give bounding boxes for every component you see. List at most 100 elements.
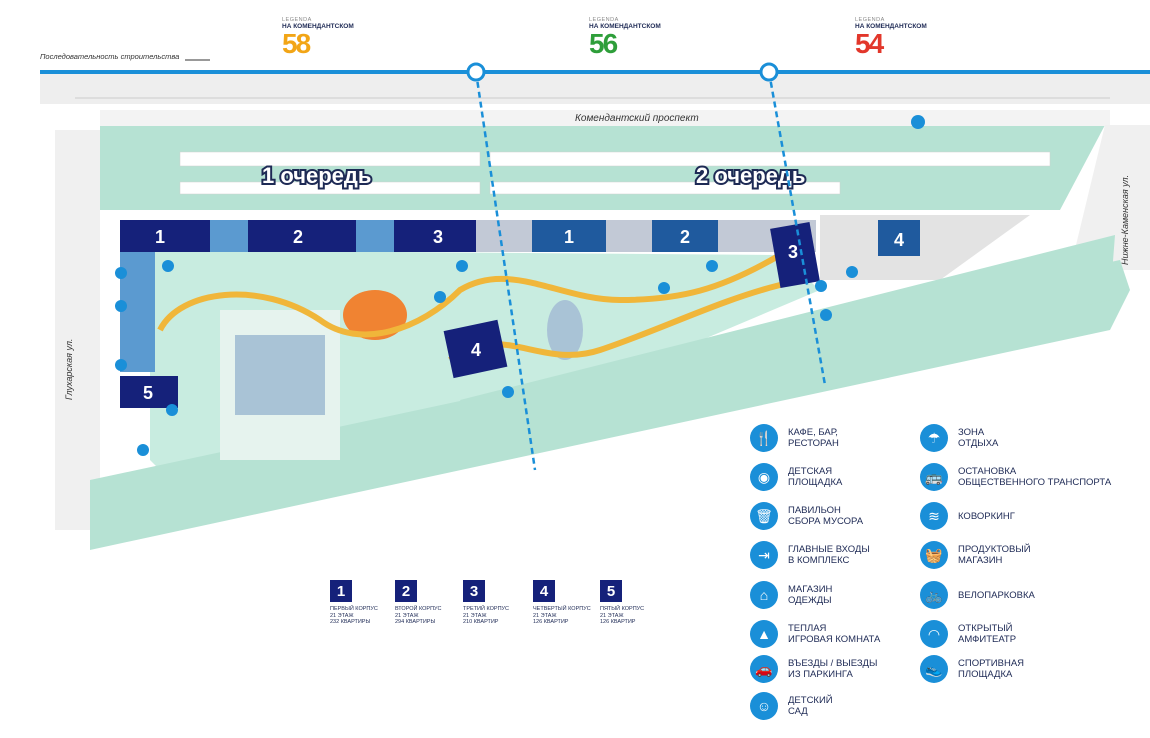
entrance-icon: ⇥ — [750, 541, 778, 569]
label-p2-b2: 2 — [680, 227, 690, 247]
legend-label-line: ВЕЛОПАРКОВКА — [958, 589, 1035, 601]
upper-green-belt — [100, 125, 1105, 210]
building-key-line: 21 ЭТАЖ — [330, 612, 354, 619]
legend-label-line: ОСТАНОВКА — [958, 466, 1017, 477]
divider-line-1 — [474, 71, 537, 471]
parking-strip-4 — [489, 181, 841, 195]
legend-item: 🍴КАФЕ, БАР,РЕСТОРАН — [750, 424, 839, 452]
building-key-line: 210 КВАРТИР — [463, 619, 499, 625]
building-key-line: 21 ЭТАЖ — [395, 612, 419, 619]
legend-label-line: ИГРОВАЯ КОМНАТА — [788, 634, 881, 645]
logo-brand: LEGENDA — [589, 17, 619, 23]
phase1-title: 1 очередь — [262, 163, 371, 188]
logo-56: LEGENDA НА КОМЕНДАНТСКОМ 56 — [589, 17, 661, 58]
map-car-icon — [820, 309, 832, 321]
building-key-number: 4 — [533, 580, 555, 602]
bicycle-icon: 🚲 — [920, 581, 948, 609]
legend-label-line: ПРОДУКТОВЫЙ — [958, 544, 1031, 555]
road-dash — [75, 97, 1110, 99]
phase2-building-1 — [532, 220, 606, 252]
map-playground-icon — [658, 282, 670, 294]
legend-label-line: ТЕПЛАЯ — [788, 623, 827, 634]
parking-strip-2 — [179, 181, 481, 195]
building-key-line: ВТОРОЙ КОРПУС — [395, 606, 442, 612]
phase2-building-2 — [652, 220, 718, 252]
playground-icon: ◉ — [750, 463, 778, 491]
phase1-building-5 — [120, 376, 178, 408]
legend-label: ВЕЛОПАРКОВКА — [958, 590, 1035, 601]
building-key-number: 3 — [463, 580, 485, 602]
logo-58: LEGENDA НА КОМЕНДАНТСКОМ 58 — [282, 17, 354, 58]
building-key-line: 21 ЭТАЖ — [600, 612, 624, 619]
car-icon: 🚗 — [750, 655, 778, 683]
label-p1-b1: 1 — [155, 227, 165, 247]
avenue-road — [100, 110, 1110, 126]
building-key-number: 1 — [330, 580, 352, 602]
logo-subtitle: НА КОМЕНДАНТСКОМ — [855, 23, 927, 30]
legend-item: ≋КОВОРКИНГ — [920, 502, 1015, 530]
legend-label-line: ОБЩЕСТВЕННОГО ТРАНСПОРТА — [958, 477, 1112, 488]
map-basket-icon — [115, 300, 127, 312]
map-trash-icon — [815, 280, 827, 292]
kindergarten-icon: ☺ — [750, 692, 778, 720]
left-street — [55, 130, 100, 530]
legend-label-line: ВЪЕЗДЫ / ВЫЕЗДЫ — [788, 658, 878, 669]
parking-strip-3 — [489, 151, 1051, 167]
map-trash-icon — [137, 444, 149, 456]
legend-label-line: ПЛОЩАДКА — [788, 477, 843, 488]
legend-label-line: ПАВИЛЬОН — [788, 505, 841, 516]
map-umbrella-icon — [434, 291, 446, 303]
building-key-line: 21 ЭТАЖ — [533, 612, 557, 619]
label-p1-b5: 5 — [143, 383, 153, 403]
map-bicycle-icon — [706, 260, 718, 272]
building-key-line: 126 КВАРТИР — [533, 619, 569, 625]
parking-strip-1 — [179, 151, 481, 167]
building-key-line: ПЕРВЫЙ КОРПУС — [330, 606, 378, 612]
street-left-label: Глухарская ул. — [64, 339, 74, 400]
lower-park-extension — [460, 235, 1115, 440]
legend-label-line: СПОРТИВНАЯ — [958, 658, 1025, 669]
legend-label-line: ОТДЫХА — [958, 438, 999, 449]
phase1-building-4 — [443, 319, 508, 379]
logo-number: 56 — [589, 30, 661, 58]
legend-label-line: АМФИТЕАТР — [958, 634, 1017, 645]
legend-label-line: ДЕТСКИЙ — [788, 695, 833, 706]
legend-label-line: В КОМПЛЕКС — [788, 555, 850, 566]
logo-subtitle: НА КОМЕНДАНТСКОМ — [589, 23, 661, 30]
fork-knife-icon: 🍴 — [750, 424, 778, 452]
legend-label-line: ИЗ ПАРКИНГА — [788, 669, 853, 680]
label-p1-b4: 4 — [471, 340, 481, 360]
divider-node-1 — [466, 62, 486, 82]
road-area — [40, 74, 1150, 104]
construction-sequence-label: Последовательность строительства — [40, 52, 180, 61]
building-key-line: 21 ЭТАЖ — [463, 612, 487, 619]
playroom-icon: ▲ — [750, 620, 778, 648]
legend-label-line: ДЕТСКАЯ — [788, 466, 833, 477]
legend-label-line: СБОРА МУСОРА — [788, 516, 864, 527]
coworking-pavilion — [547, 300, 583, 360]
logo-number: 54 — [855, 30, 927, 58]
phase2-bar — [476, 220, 816, 252]
